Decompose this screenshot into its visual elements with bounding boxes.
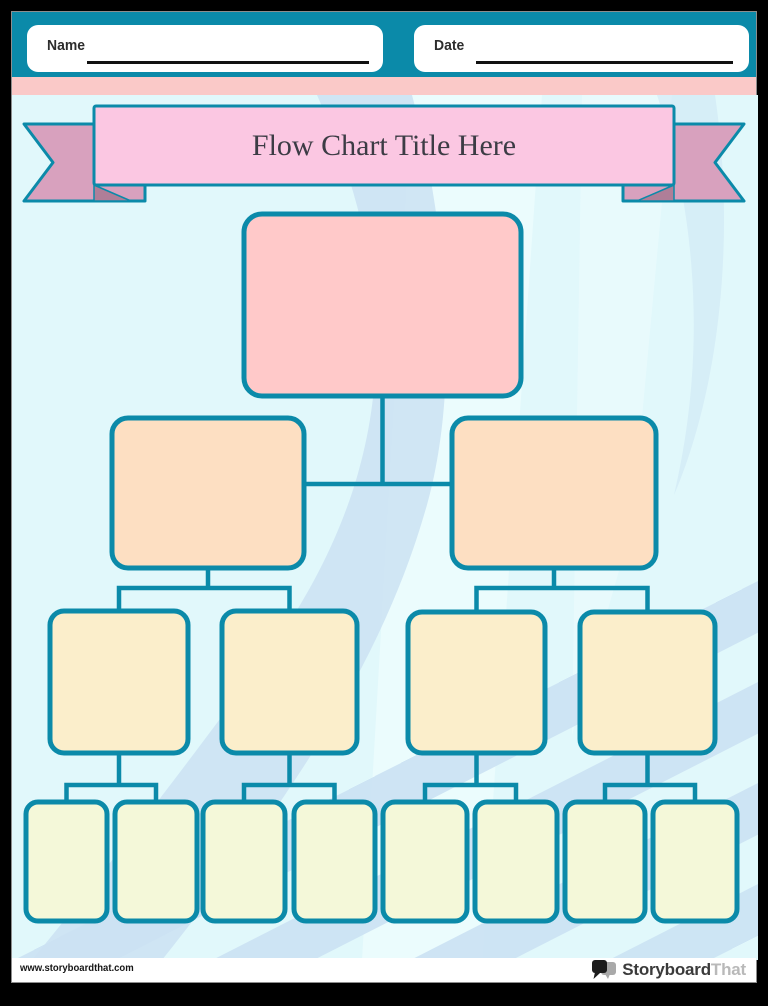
ribbon-fold-right	[636, 183, 675, 202]
flowchart-box-l2-2[interactable]	[449, 415, 659, 571]
flowchart-box-l3-3[interactable]	[405, 609, 548, 756]
connector-l3d-l4	[602, 753, 698, 802]
date-field: Date	[414, 25, 749, 72]
flowchart-box-l4-3[interactable]	[200, 799, 288, 924]
connector-l3c-l4	[422, 753, 519, 802]
name-label: Name	[47, 37, 85, 54]
website-url: www.storyboardthat.com	[20, 963, 134, 974]
date-label: Date	[434, 37, 465, 54]
flowchart-box-l2-1[interactable]	[109, 415, 307, 571]
worksheet-body: Flow Chart Title Here	[12, 95, 758, 960]
flowchart-diagram	[23, 211, 740, 924]
date-write-line[interactable]	[476, 61, 733, 64]
header-band: Name Date	[12, 12, 756, 77]
ribbon-banner	[92, 104, 676, 187]
flowchart-box-l1-1[interactable]	[241, 211, 524, 399]
logo-text-secondary: That	[710, 960, 746, 979]
logo-text: StoryboardThat	[622, 960, 746, 980]
flowchart-box-l3-1[interactable]	[47, 608, 191, 756]
pink-divider-strip	[12, 77, 756, 95]
name-field: Name	[27, 25, 383, 72]
worksheet-page: Name Date	[11, 11, 758, 983]
name-write-line[interactable]	[87, 61, 369, 64]
flowchart-box-l4-6[interactable]	[472, 799, 560, 924]
flowchart-box-l4-4[interactable]	[291, 799, 378, 924]
speech-bubbles-icon	[592, 959, 617, 979]
flowchart-box-l4-2[interactable]	[112, 799, 200, 924]
flowchart-box-l4-8[interactable]	[650, 799, 740, 924]
footer-bar: www.storyboardthat.com StoryboardThat	[12, 958, 756, 982]
connector-l1-l2	[304, 396, 452, 487]
flowchart-box-l4-5[interactable]	[380, 799, 470, 924]
flowchart-box-l3-2[interactable]	[219, 608, 360, 756]
ribbon-fold-left	[93, 183, 132, 202]
connector-l2a-l3	[116, 568, 292, 611]
title-ribbon	[22, 104, 746, 203]
connector-l3a-l4	[64, 753, 159, 802]
flowchart-box-l4-7[interactable]	[562, 799, 648, 924]
flowchart-box-l3-4[interactable]	[577, 609, 718, 756]
connector-l3b-l4	[241, 753, 337, 802]
flowchart-box-l4-1[interactable]	[23, 799, 110, 924]
flowchart-title[interactable]: Flow Chart Title Here	[251, 129, 517, 162]
logo-text-primary: Storyboard	[622, 960, 711, 979]
storyboardthat-logo: StoryboardThat	[591, 958, 746, 982]
connector-l2b-l3	[474, 568, 650, 612]
